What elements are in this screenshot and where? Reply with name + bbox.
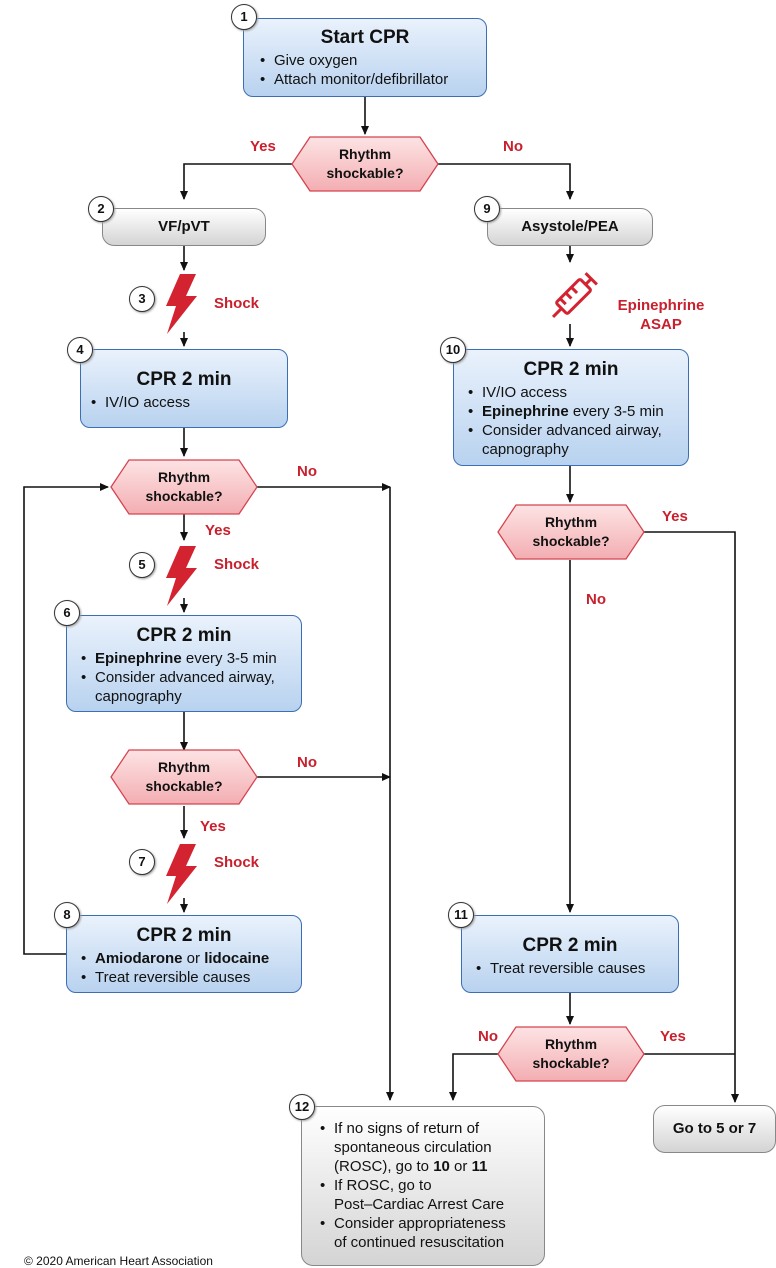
box8-bullet-2: Treat reversible causes	[79, 968, 301, 987]
shock-icon	[166, 274, 197, 334]
box12-bullet-3: Consider appropriateness of continued re…	[318, 1214, 544, 1252]
cpr-box-10: CPR 2 min IV/IO access Epinephrine every…	[453, 349, 689, 466]
shock-label: Shock	[214, 854, 260, 871]
box6-bullet-1: Epinephrine every 3-5 min	[79, 649, 301, 668]
copyright-text: © 2020 American Heart Association	[24, 1254, 213, 1268]
cpr-box-6: CPR 2 min Epinephrine every 3-5 min Cons…	[66, 615, 302, 712]
shock-label: Shock	[214, 556, 260, 573]
box10-bullet-2: Epinephrine every 3-5 min	[466, 402, 688, 421]
decision-5-shape	[497, 1026, 645, 1082]
yes-label: Yes	[662, 508, 688, 525]
go-to-5-or-7-box: Go to 5 or 7	[653, 1105, 776, 1153]
step-number-12: 12	[289, 1094, 315, 1120]
outcome-box-12: If no signs of return of spontaneous cir…	[301, 1106, 545, 1266]
vf-pvt-box: VF/pVT	[102, 208, 266, 246]
no-label: No	[503, 138, 523, 155]
box10-title: CPR 2 min	[523, 359, 619, 380]
connector-lines	[23, 96, 739, 1103]
step-number-8: 8	[54, 902, 80, 928]
start-cpr-box: Start CPR Give oxygen Attach monitor/def…	[243, 18, 487, 97]
shock-icon	[166, 546, 197, 606]
step-number-10: 10	[440, 337, 466, 363]
decision-shapes	[110, 136, 645, 1082]
box10-bullet-3: Consider advanced airway,capnography	[466, 421, 688, 459]
step-number-2: 2	[88, 196, 114, 222]
shock-icon	[166, 844, 197, 904]
step-number-6: 6	[54, 600, 80, 626]
decision-4-label: Rhythm shockable?	[532, 514, 610, 549]
decision-1-shape	[291, 136, 439, 192]
no-label: No	[478, 1028, 498, 1045]
box12-bullet-1: If no signs of return of spontaneous cir…	[318, 1119, 544, 1176]
box10-bullet-1: IV/IO access	[466, 383, 688, 402]
step-number-9: 9	[474, 196, 500, 222]
epinephrine-asap-label: Epinephrine ASAP	[617, 297, 705, 333]
yes-label: Yes	[200, 818, 226, 835]
decision-2-label: Rhythm shockable?	[145, 469, 223, 504]
syringe-icon	[551, 272, 598, 319]
cpr-box-11: CPR 2 min Treat reversible causes	[461, 915, 679, 993]
step-number-11: 11	[448, 902, 474, 928]
decision-4-shape	[497, 504, 645, 560]
yes-label: Yes	[205, 522, 231, 539]
cpr-box-4: CPR 2 min IV/IO access	[80, 349, 288, 428]
start-bullet-2: Attach monitor/defibrillator	[258, 70, 486, 89]
box4-title: CPR 2 min	[136, 369, 232, 390]
box11-bullet-1: Treat reversible causes	[474, 959, 678, 978]
start-bullet-1: Give oxygen	[258, 51, 486, 70]
shock-icons	[166, 274, 197, 904]
no-label: No	[586, 591, 606, 608]
yes-label: Yes	[250, 138, 276, 155]
cpr-box-8: CPR 2 min Amiodarone or lidocaine Treat …	[66, 915, 302, 993]
decision-1-label: Rhythm shockable?	[326, 146, 404, 181]
box12-bullet-2: If ROSC, go to Post–Cardiac Arrest Care	[318, 1176, 544, 1214]
box8-bullet-1: Amiodarone or lidocaine	[79, 949, 301, 968]
start-title: Start CPR	[320, 27, 410, 48]
step-number-4: 4	[67, 337, 93, 363]
decision-2-shape	[110, 459, 258, 515]
box6-title: CPR 2 min	[136, 625, 232, 646]
asystole-pea-box: Asystole/PEA	[487, 208, 653, 246]
decision-3-label: Rhythm shockable?	[145, 759, 223, 794]
step-number-1: 1	[231, 4, 257, 30]
step-number-3: 3	[129, 286, 155, 312]
step-number-7: 7	[129, 849, 155, 875]
box6-bullet-2: Consider advanced airway,capnography	[79, 668, 301, 706]
no-label: No	[297, 463, 317, 480]
decision-3-shape	[110, 749, 258, 805]
step-number-5: 5	[129, 552, 155, 578]
box11-title: CPR 2 min	[522, 935, 618, 956]
box4-bullet-1: IV/IO access	[89, 393, 287, 412]
decision-5-label: Rhythm shockable?	[532, 1036, 610, 1071]
no-label: No	[297, 754, 317, 771]
box8-title: CPR 2 min	[136, 925, 232, 946]
shock-label: Shock	[214, 295, 260, 312]
yes-label: Yes	[660, 1028, 686, 1045]
